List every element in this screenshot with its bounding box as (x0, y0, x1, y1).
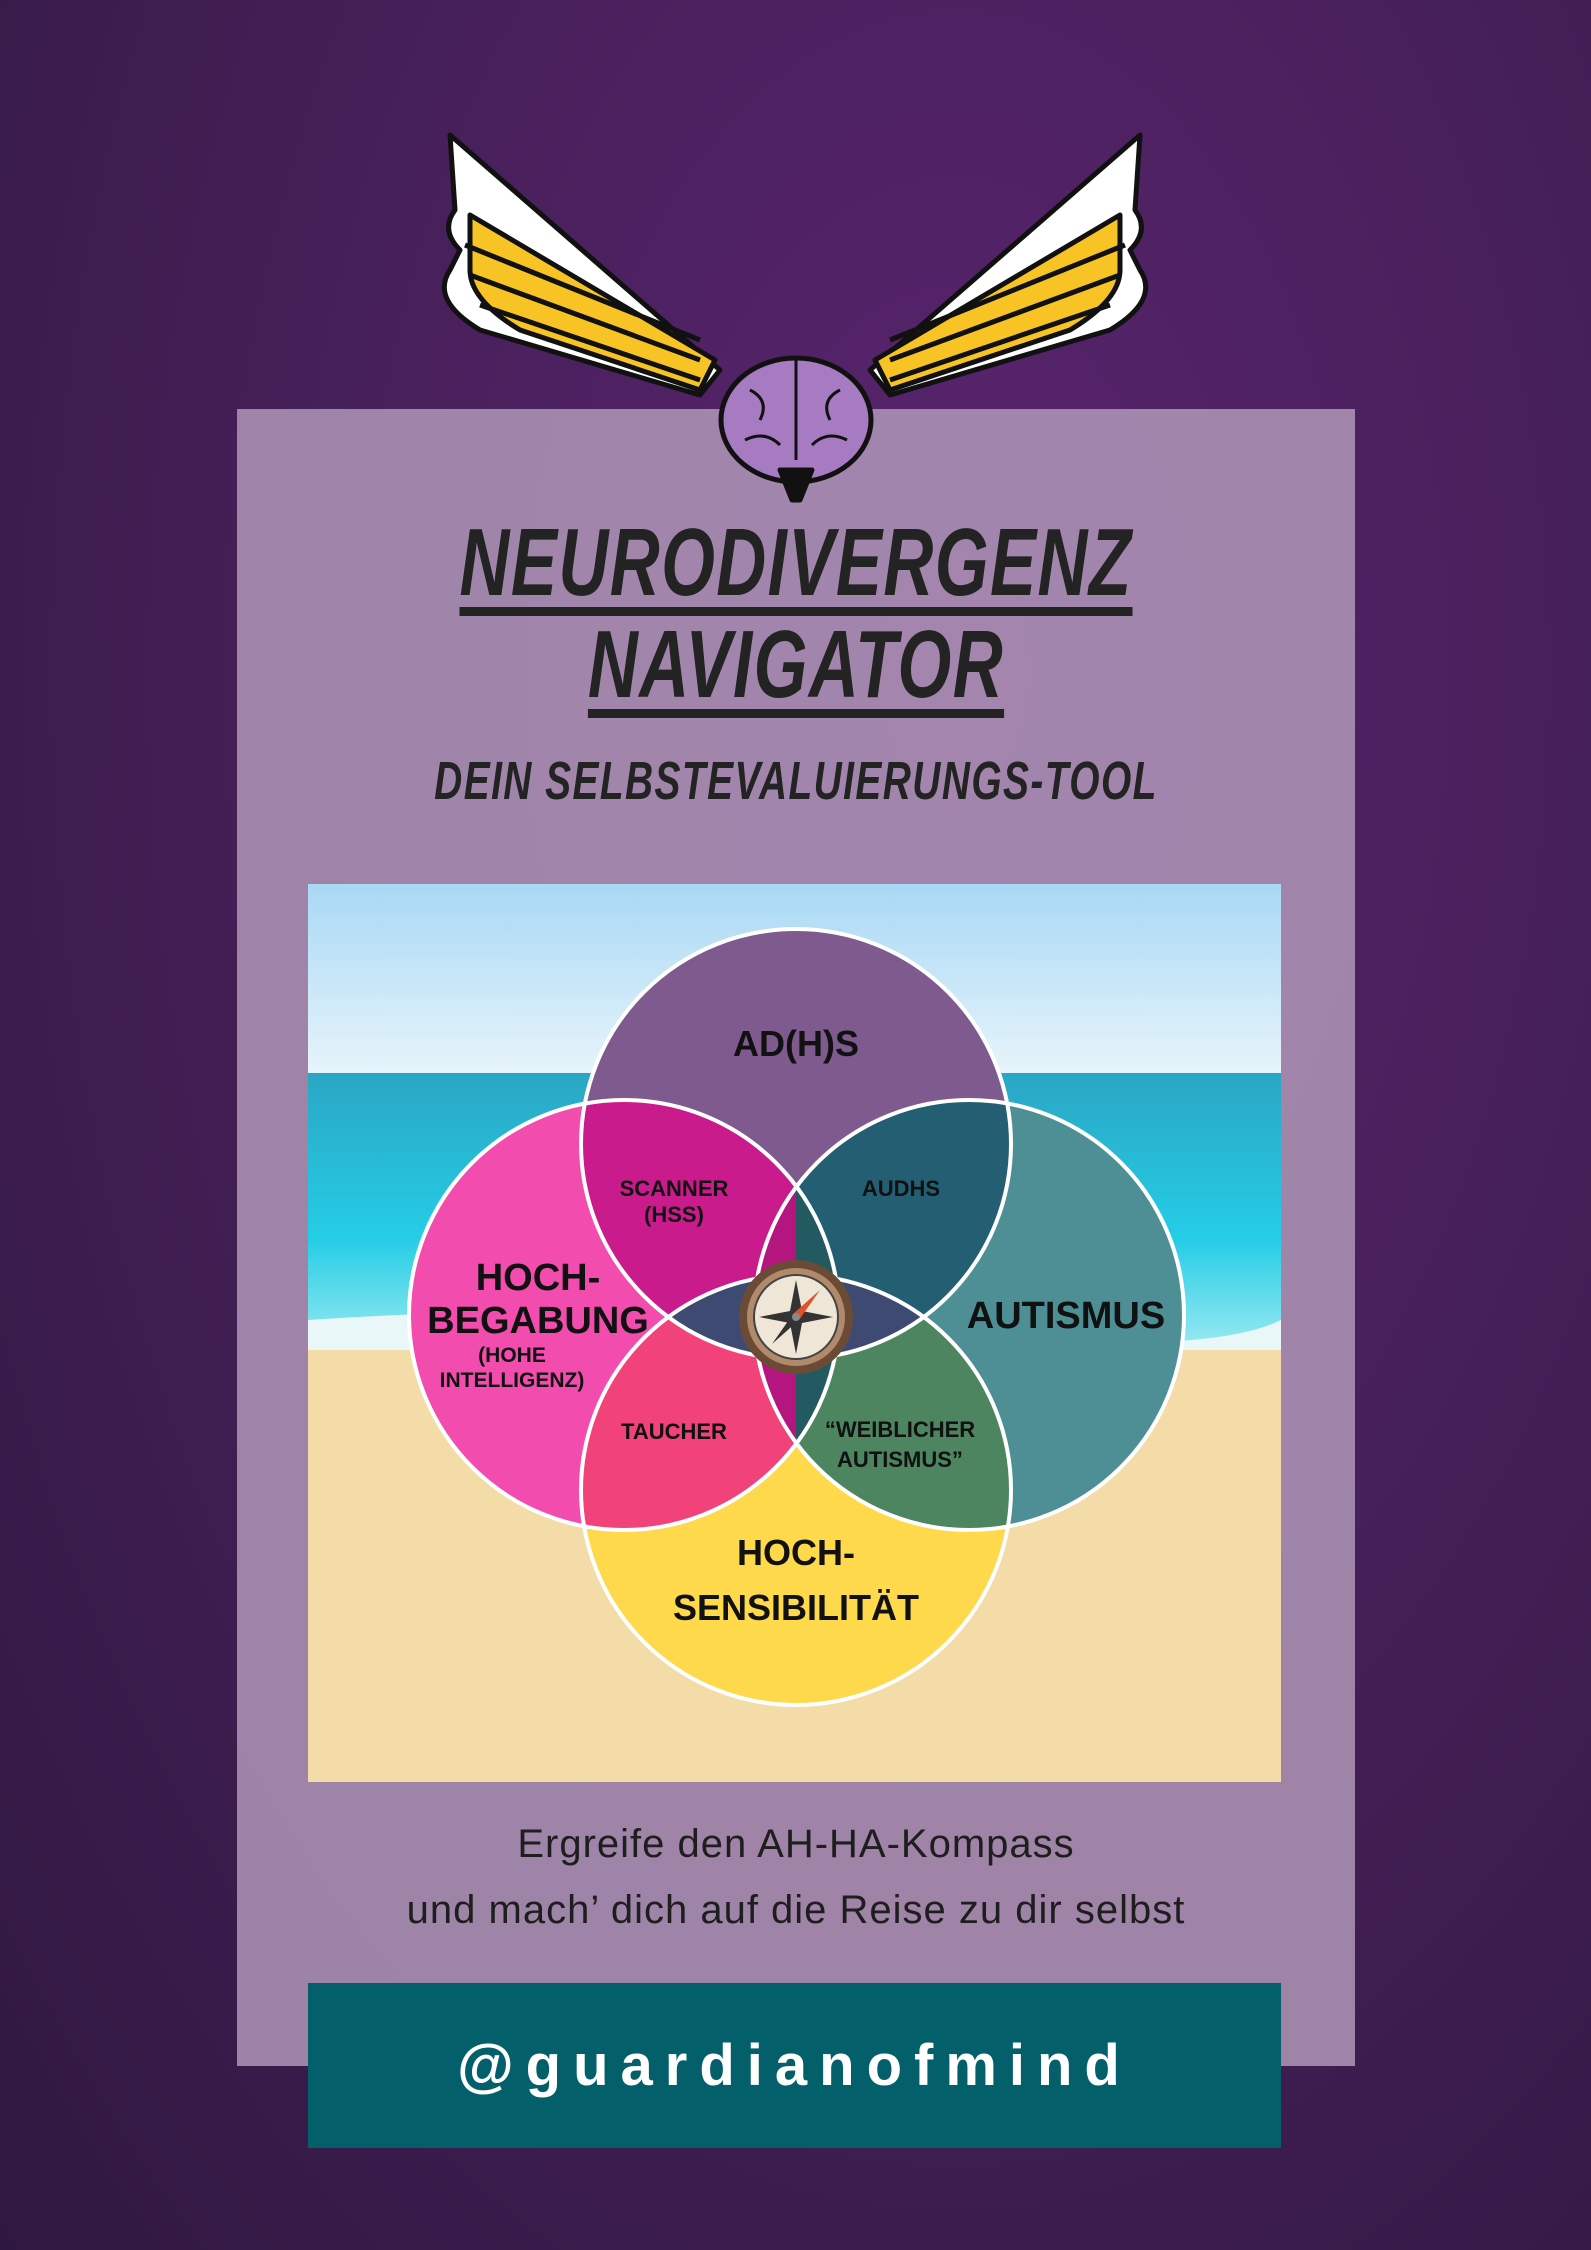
label-adhs: AD(H)S (733, 1023, 859, 1064)
brain-icon (718, 355, 874, 503)
label-hochsensibilitaet-2: SENSIBILITÄT (673, 1587, 919, 1628)
label-scanner: SCANNER (620, 1176, 729, 1201)
label-weiblicher: “WEIBLICHER (825, 1417, 975, 1442)
venn-diagram: AD(H)S SCANNER (HSS) AUDHS HOCH- BEGABUN… (407, 927, 1186, 1707)
left-wing-icon (441, 132, 723, 398)
label-taucher: TAUCHER (621, 1419, 727, 1444)
label-hochbegabung-1: HOCH- (476, 1257, 601, 1299)
title-line-2: NAVIGATOR (587, 611, 1005, 718)
winged-brain-logo (441, 132, 1149, 503)
label-intelligenz: INTELLIGENZ) (440, 1369, 585, 1392)
subtitle: DEIN SELBSTEVALUIERUNGS-TOOL (434, 751, 1158, 811)
label-weiblicher-autismus: AUTISMUS” (837, 1447, 963, 1472)
tagline-line-2: und mach’ dich auf die Reise zu dir selb… (406, 1888, 1186, 1932)
label-hohe: (HOHE (478, 1344, 546, 1367)
label-scanner-sub: (HSS) (644, 1202, 704, 1227)
compass-icon (739, 1260, 853, 1374)
social-handle[interactable]: @guardianofmind (457, 2033, 1132, 2098)
tagline-line-1: Ergreife den AH-HA-Kompass (517, 1822, 1075, 1866)
label-audhs: AUDHS (862, 1176, 940, 1201)
label-autismus: AUTISMUS (967, 1295, 1165, 1337)
label-hochsensibilitaet-1: HOCH- (737, 1532, 855, 1573)
label-hochbegabung-2: BEGABUNG (427, 1300, 649, 1342)
title-line-1: NEURODIVERGENZ (459, 509, 1133, 616)
right-wing-icon (867, 132, 1149, 398)
handle-banner: @guardianofmind (308, 1983, 1281, 2148)
